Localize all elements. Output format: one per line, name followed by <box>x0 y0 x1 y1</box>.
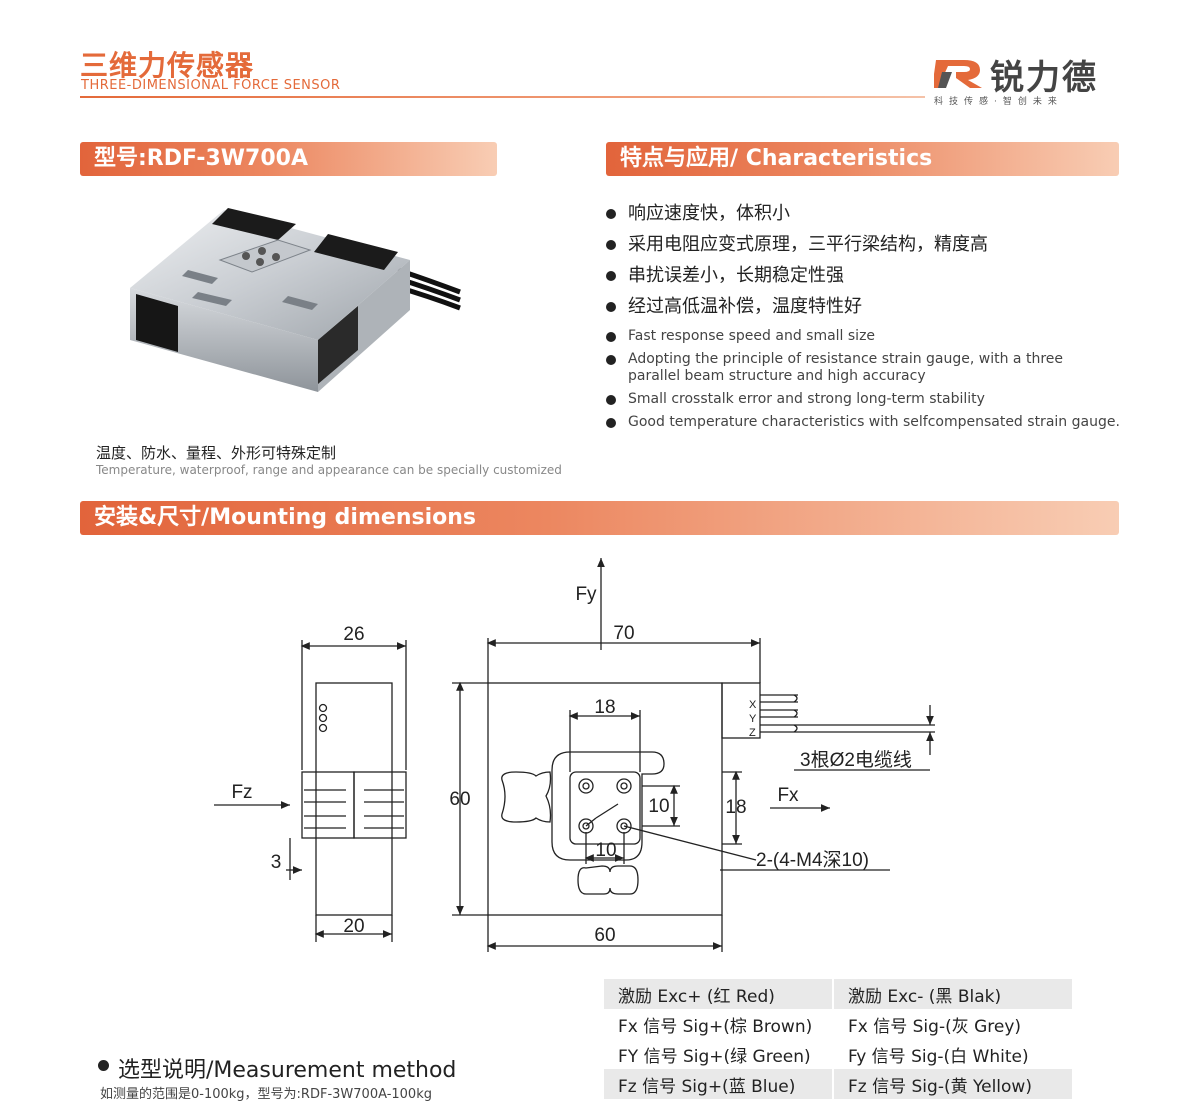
brand-tagline: 科技传感·智创未来 <box>934 97 1063 107</box>
wire-cell: Fy 信号 Sig-(白 White) <box>832 1039 1072 1069</box>
dim-hole-pitch-v: 10 <box>648 796 669 817</box>
brand-logo-icon <box>934 60 982 88</box>
cable-x-label: X <box>749 699 757 711</box>
feature-cn-item: 采用电阻应变式原理，三平行梁结构，精度高 <box>604 231 1124 262</box>
model-bar: 型号:RDF-3W700A <box>80 142 497 176</box>
customization-cn: 温度、防水、量程、外形可特殊定制 <box>96 444 337 462</box>
cable-note: 3根Ø2电缆线 <box>800 749 912 771</box>
characteristics-list: 响应速度快，体积小 采用电阻应变式原理，三平行梁结构，精度高 串扰误差小，长期稳… <box>604 200 1124 437</box>
sensor-product-image <box>130 208 461 392</box>
feature-cn-item: 响应速度快，体积小 <box>604 200 1124 231</box>
dim-side-top: 26 <box>343 624 364 645</box>
dim-front-bottom: 60 <box>594 925 615 946</box>
dim-front-height: 60 <box>449 789 470 810</box>
dim-side-gap: 3 <box>271 852 282 873</box>
wire-cell: FY 信号 Sig+(绿 Green) <box>618 1046 811 1067</box>
mounting-bar: 安装&尺寸/Mounting dimensions <box>80 501 1119 535</box>
wire-cell: Fz 信号 Sig+(蓝 Blue) <box>604 1069 833 1099</box>
feature-en-item: Good temperature characteristics with se… <box>604 414 1124 431</box>
feature-cn-item: 串扰误差小，长期稳定性强 <box>604 262 1124 293</box>
measurement-text: 如测量的范围是0-100kg，型号为:RDF-3W700A-100kg <box>100 1087 432 1102</box>
wire-cell: Fx 信号 Sig-(灰 Grey) <box>832 1009 1072 1039</box>
force-fz-label: Fz <box>231 782 252 803</box>
thread-note: 2-(4-M4深10) <box>756 849 869 871</box>
dim-front-top: 70 <box>613 623 634 644</box>
table-row: FY 信号 Sig+(绿 Green) Fy 信号 Sig-(白 White) <box>604 1039 1072 1069</box>
dim-hole-span-top: 18 <box>594 697 615 718</box>
force-fy-label: Fy <box>575 584 597 605</box>
wire-cell: 激励 Exc- (黑 Blak) <box>832 979 1072 1009</box>
wire-cell: Fx 信号 Sig+(棕 Brown) <box>618 1016 813 1037</box>
feature-en-item: Adopting the principle of resistance str… <box>604 351 1088 385</box>
measurement-title: 选型说明/Measurement method <box>118 1058 457 1083</box>
wire-cell: Fz 信号 Sig-(黄 Yellow) <box>832 1069 1072 1099</box>
brand-name: 锐力德 <box>990 58 1098 98</box>
table-row: 激励 Exc+ (红 Red) 激励 Exc- (黑 Blak) <box>604 979 1072 1009</box>
dim-side-bottom: 20 <box>343 916 364 937</box>
feature-en-item: Fast response speed and small size <box>604 328 1124 345</box>
table-row: Fz 信号 Sig+(蓝 Blue) Fz 信号 Sig-(黄 Yellow) <box>604 1069 1072 1099</box>
header-divider <box>80 96 925 98</box>
bullet-icon <box>98 1060 109 1071</box>
characteristics-bar: 特点与应用/ Characteristics <box>606 142 1119 176</box>
dim-hole-span-right: 18 <box>725 797 746 818</box>
dim-hole-pitch-h: 10 <box>595 840 616 861</box>
feature-cn-item: 经过高低温补偿，温度特性好 <box>604 293 1124 324</box>
wire-cell: 激励 Exc+ (红 Red) <box>604 979 833 1009</box>
wiring-table: 激励 Exc+ (红 Red) 激励 Exc- (黑 Blak) Fx 信号 S… <box>604 979 1072 1099</box>
mounting-drawing: 26 20 3 Fz 70 60 60 Fy Fx 18 18 10 10 3根… <box>214 558 935 952</box>
cable-z-label: Z <box>749 727 756 739</box>
table-row: Fx 信号 Sig+(棕 Brown) Fx 信号 Sig-(灰 Grey) <box>604 1009 1072 1039</box>
force-fx-label: Fx <box>777 785 799 806</box>
page-title: 三维力传感器 <box>80 49 255 82</box>
feature-en-item: Small crosstalk error and strong long-te… <box>604 391 1124 408</box>
page-subtitle: THREE-DIMENSIONAL FORCE SENSOR <box>81 78 341 93</box>
customization-en: Temperature, waterproof, range and appea… <box>96 463 562 477</box>
cable-y-label: Y <box>749 713 757 725</box>
